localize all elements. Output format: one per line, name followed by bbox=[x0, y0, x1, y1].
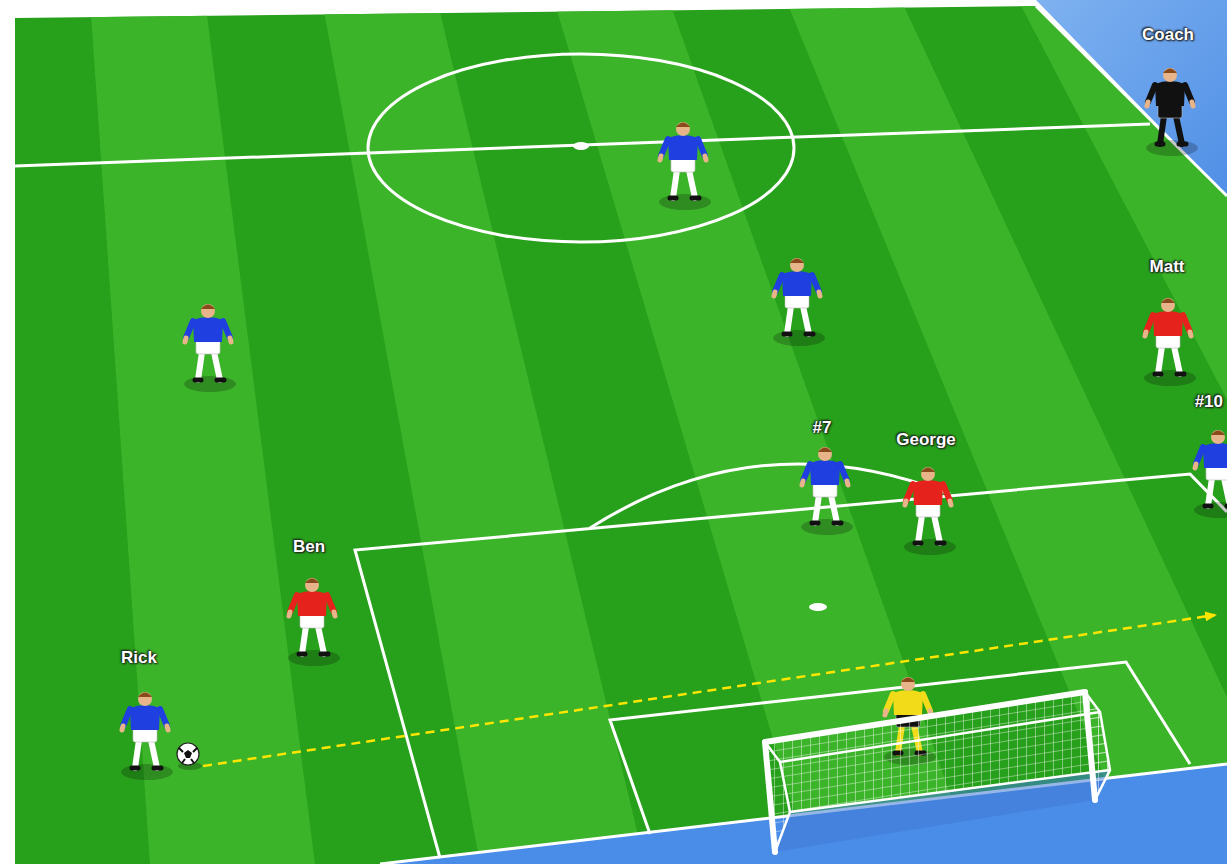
player-figure bbox=[904, 467, 956, 555]
centre-spot bbox=[573, 142, 589, 150]
player-figure bbox=[184, 304, 236, 392]
player-figure bbox=[773, 258, 825, 346]
goal bbox=[765, 692, 1110, 852]
player-label: George bbox=[896, 430, 956, 450]
player-label: Matt bbox=[1150, 257, 1185, 277]
player-figure bbox=[1146, 68, 1198, 156]
pitch-markings bbox=[15, 6, 1227, 864]
player-figure bbox=[659, 122, 711, 210]
player-figure bbox=[1194, 430, 1227, 518]
players bbox=[121, 68, 1227, 780]
player-label: Ben bbox=[293, 537, 325, 557]
player-figure bbox=[121, 692, 173, 780]
penalty-spot bbox=[809, 603, 827, 611]
player-figure bbox=[288, 578, 340, 666]
pitch-stripes bbox=[90, 0, 1227, 864]
player-figure bbox=[1144, 298, 1196, 386]
player-label: #10 bbox=[1195, 392, 1223, 412]
stripe bbox=[90, 0, 315, 864]
player-label: Rick bbox=[121, 648, 157, 668]
ball bbox=[177, 743, 202, 770]
player-label: #7 bbox=[813, 418, 832, 438]
player-figure bbox=[801, 447, 853, 535]
player-label: Coach bbox=[1142, 25, 1194, 45]
